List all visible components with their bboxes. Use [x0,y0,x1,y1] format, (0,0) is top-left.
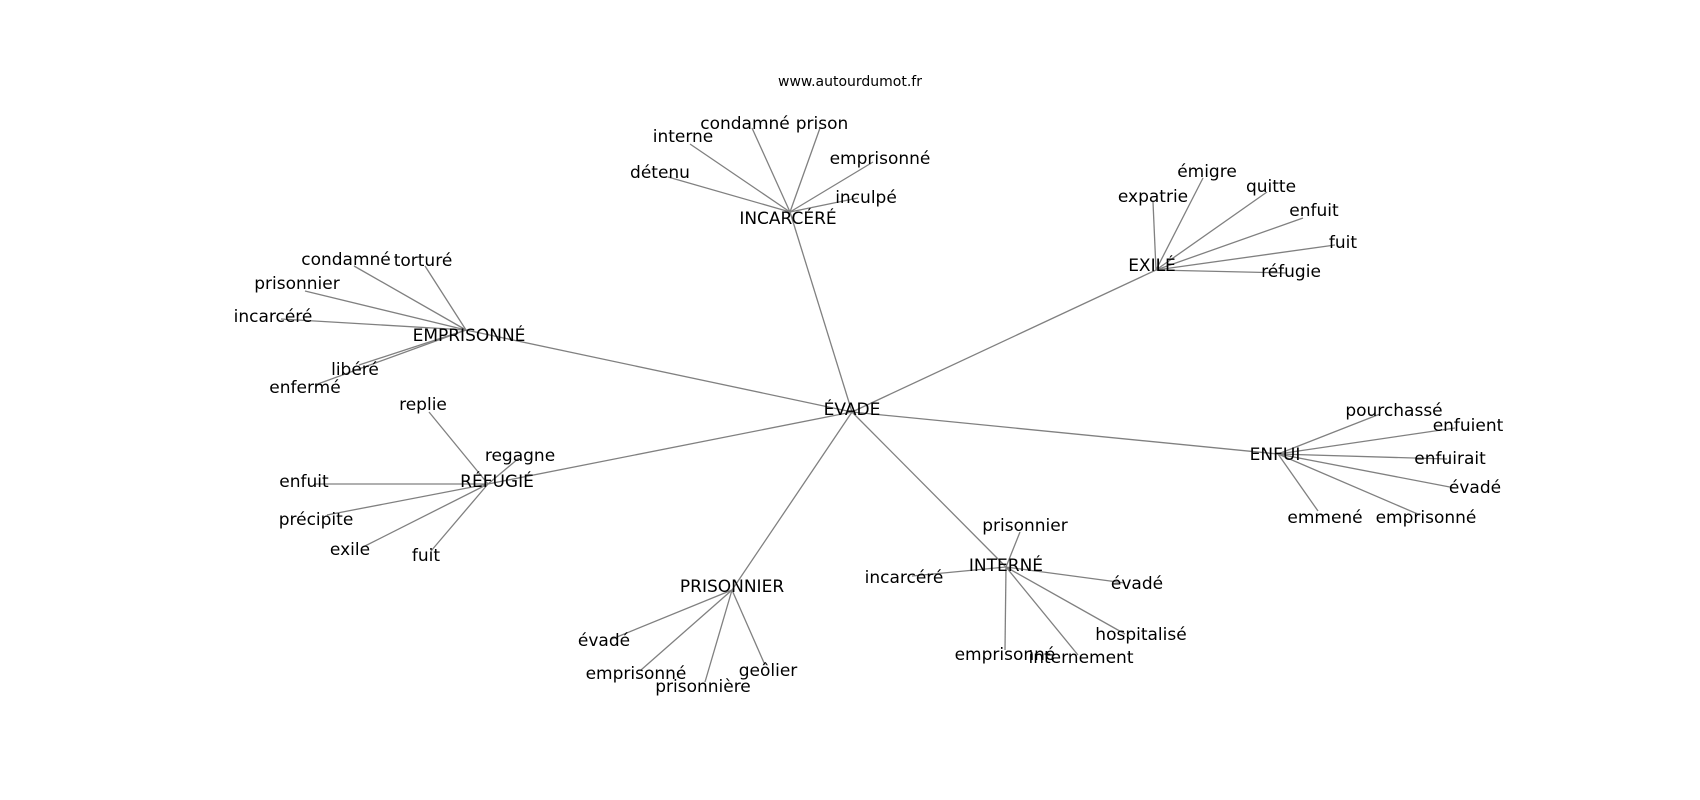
hub-edge [789,211,853,413]
leaf-word-node[interactable]: geôlier [739,661,798,681]
leaf-word-node[interactable]: fuit [1329,233,1357,253]
leaf-edge [689,143,791,213]
leaf-edge [362,483,489,548]
leaf-edge [1155,177,1204,271]
hub-edge [851,411,1007,568]
leaf-edge [704,589,733,683]
leaf-word-node[interactable]: évadé [1111,574,1163,594]
cluster-hub-node[interactable]: INCARCÉRÉ [739,207,836,229]
leaf-edge [424,265,467,331]
leaf-edge [487,457,520,485]
leaf-word-node[interactable]: incarcéré [234,307,313,327]
leaf-word-node[interactable]: emprisonné [830,149,931,169]
leaf-word-node[interactable]: enfuient [1433,416,1504,436]
leaf-word-node[interactable]: emprisonné [955,645,1056,665]
leaf-word-node[interactable]: libéré [331,360,379,380]
leaf-edge [640,589,733,671]
leaf-word-node[interactable]: émigre [1177,162,1237,182]
leaf-word-node[interactable]: enfermé [269,378,340,398]
leaf-edge [1155,191,1268,271]
leaf-word-node[interactable]: réfugie [1261,262,1321,282]
leaf-edge [1152,201,1157,271]
leaf-word-node[interactable]: torturé [394,251,453,271]
hub-edge [487,411,853,485]
leaf-word-node[interactable]: replie [399,395,447,415]
source-watermark: www.autourdumot.fr [778,74,922,90]
leaf-edge [428,411,489,485]
leaf-word-node[interactable]: précipite [279,510,354,530]
center-word-node[interactable]: ÉVADE [824,398,881,420]
leaf-edge [751,127,791,213]
leaf-word-node[interactable]: fuit [412,546,440,566]
leaf-edge [1005,531,1021,568]
hub-edge [851,269,1157,413]
leaf-word-node[interactable]: incarcéré [865,568,944,588]
leaf-edge [1005,566,1126,635]
cluster-hub-node[interactable]: INTERNÉ [969,554,1043,576]
leaf-edge [1004,566,1007,651]
leaf-word-node[interactable]: emprisonné [1376,508,1477,528]
leaf-word-node[interactable]: enfuit [279,472,329,492]
leaf-word-node[interactable]: hospitalisé [1095,625,1186,645]
leaf-edge [430,483,489,552]
leaf-word-node[interactable]: quitte [1246,177,1296,197]
cluster-hub-node[interactable]: ENFUI [1250,445,1301,465]
leaf-word-node[interactable]: internement [1028,648,1133,668]
leaf-edge [1277,453,1421,516]
leaf-word-node[interactable]: expatrie [1118,187,1188,207]
leaf-edge [611,589,733,640]
hub-edge [465,329,853,413]
leaf-edge [304,290,467,331]
leaf-word-node[interactable]: évadé [1449,478,1501,498]
leaf-word-node[interactable]: prisonnier [982,516,1067,536]
leaf-word-node[interactable]: prisonnière [655,677,751,697]
leaf-edge [789,161,874,213]
leaf-edge [1277,453,1319,512]
leaf-edge [314,329,467,386]
cluster-hub-node[interactable]: EMPRISONNÉ [413,324,526,346]
leaf-word-node[interactable]: prison [796,114,849,134]
leaf-word-node[interactable]: exile [330,540,370,560]
leaf-word-node[interactable]: pourchassé [1345,401,1442,421]
leaf-word-node[interactable]: détenu [630,163,690,183]
leaf-edge [326,483,489,516]
leaf-edge [1005,566,1079,656]
leaf-edge [280,318,467,331]
leaf-edge [789,197,859,213]
leaf-edge [667,176,791,213]
leaf-word-node[interactable]: regagne [485,446,555,466]
leaf-word-node[interactable]: évadé [578,631,630,651]
leaf-word-node[interactable]: interne [653,127,714,147]
leaf-word-node[interactable]: emprisonné [586,664,687,684]
leaf-edge [1155,269,1288,274]
leaf-edge [1155,217,1304,271]
leaf-word-node[interactable]: enfuirait [1414,449,1486,469]
leaf-word-node[interactable]: condamné [700,114,790,134]
graph-labels: www.autourdumot.fr ÉVADE INCARCÉRÉ interne… [234,74,1504,697]
cluster-hub-node[interactable]: RÉFUGIÉ [460,470,534,492]
leaf-edge [1277,413,1381,455]
leaf-edge [1277,427,1456,455]
leaf-word-node[interactable]: emmené [1287,508,1362,528]
leaf-edge [789,127,821,213]
leaf-edge [731,589,766,666]
leaf-edge [1277,453,1456,489]
leaf-word-node[interactable]: inculpé [835,188,897,208]
leaf-edge [911,566,1007,577]
cluster-hub-node[interactable]: EXILÉ [1128,254,1176,276]
hub-edge [851,411,1279,455]
cluster-hub-node[interactable]: PRISONNIER [680,577,784,597]
leaf-edge [353,265,467,331]
leaf-word-node[interactable]: condamné [301,250,391,270]
leaf-word-node[interactable]: enfuit [1289,201,1339,221]
graph-edges [280,127,1456,683]
leaf-edge [1005,566,1126,584]
leaf-word-node[interactable]: prisonnier [254,274,339,294]
hub-edge [731,411,853,591]
leaf-edge [1155,244,1336,271]
leaf-edge [1277,453,1448,460]
